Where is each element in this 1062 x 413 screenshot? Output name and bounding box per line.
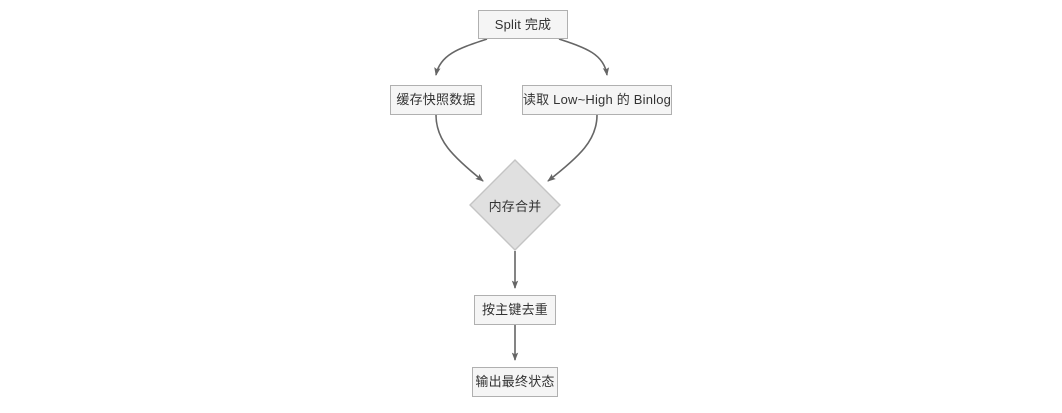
node-cache-snapshot[interactable]: 缓存快照数据 bbox=[390, 85, 482, 115]
edge-binlog-to-merge bbox=[547, 114, 598, 182]
node-memory-merge[interactable]: 内存合并 bbox=[469, 159, 561, 251]
edge-split-to-cache bbox=[434, 38, 488, 76]
edge-cache-to-merge bbox=[435, 114, 484, 182]
node-output-final-state-label: 输出最终状态 bbox=[475, 374, 555, 390]
edge-split-to-binlog bbox=[558, 38, 610, 76]
node-read-binlog-label: 读取 Low~High 的 Binlog bbox=[522, 92, 672, 108]
diamond-shape-icon bbox=[469, 159, 561, 251]
node-cache-snapshot-label: 缓存快照数据 bbox=[396, 92, 476, 108]
node-output-final-state[interactable]: 输出最终状态 bbox=[472, 367, 558, 397]
node-dedupe-by-pk-label: 按主键去重 bbox=[481, 302, 548, 318]
node-split-done[interactable]: Split 完成 bbox=[478, 10, 568, 39]
node-dedupe-by-pk[interactable]: 按主键去重 bbox=[474, 295, 556, 325]
node-read-binlog[interactable]: 读取 Low~High 的 Binlog bbox=[522, 85, 672, 115]
node-memory-merge-label: 内存合并 bbox=[488, 198, 542, 214]
node-split-done-label: Split 完成 bbox=[494, 16, 552, 32]
